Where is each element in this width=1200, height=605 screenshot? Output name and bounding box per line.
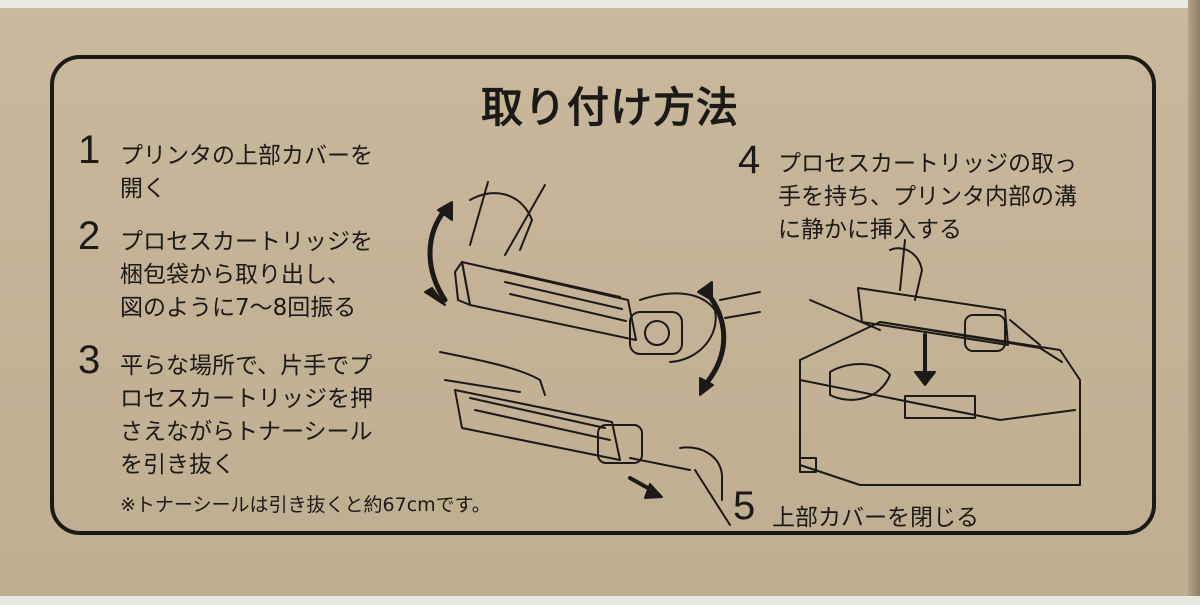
instruction-panel <box>50 55 1156 535</box>
step-2-number: 2 <box>78 214 101 258</box>
step-3-number: 3 <box>78 338 101 382</box>
shake-cartridge-illustration <box>424 181 761 396</box>
step-4-number: 4 <box>738 138 761 182</box>
step-1-text: プリンタの上部カバーを 開く <box>120 143 373 202</box>
step-4-text: プロセスカートリッジの取っ 手を持ち、プリンタ内部の溝 に静かに挿入する <box>778 151 1077 243</box>
step-5-number: 5 <box>733 484 756 528</box>
page-title: 取り付け方法 <box>480 83 739 132</box>
step-3-text: 平らな場所で、片手でプ ロセスカートリッジを押 さえながらトナーシール を引き抜… <box>120 353 373 478</box>
step-2-text: プロセスカートリッジを 梱包袋から取り出し、 図のように7〜8回振る <box>120 229 373 321</box>
remove-seal-illustration <box>439 351 731 526</box>
insert-cartridge-illustration <box>799 239 1081 486</box>
step-5-text: 上部カバーを閉じる <box>772 505 979 531</box>
step-1-number: 1 <box>78 128 101 172</box>
background-surface <box>0 596 1200 605</box>
toner-seal-note: ※トナーシールは引き抜くと約67cmです。 <box>120 494 491 516</box>
box-side-edge <box>1188 0 1200 605</box>
